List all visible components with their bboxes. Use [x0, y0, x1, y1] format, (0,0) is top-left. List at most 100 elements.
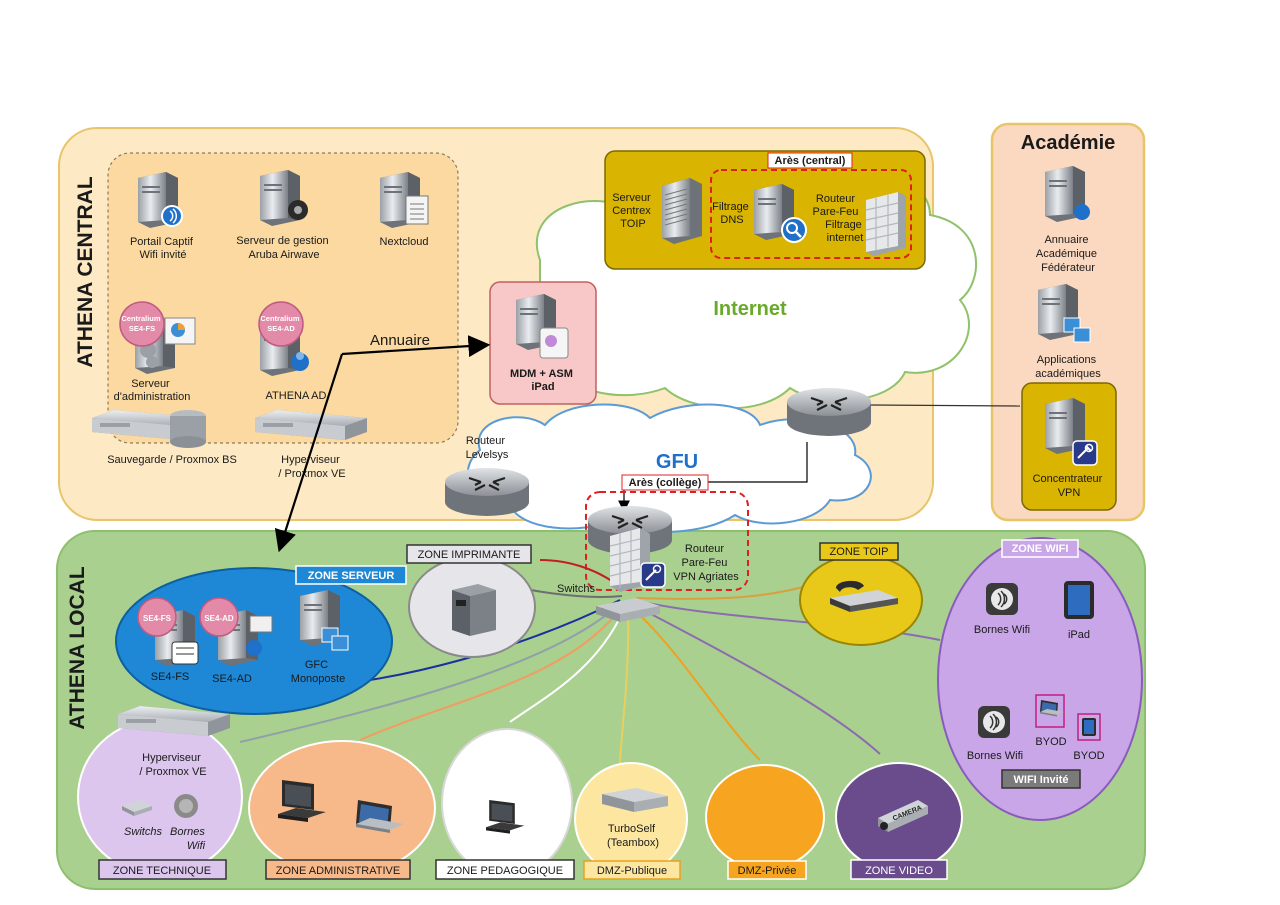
turboself-label-1: TurboSelf	[608, 823, 656, 835]
svg-text:MDM + ASM iPad: MDM + ASM iPad	[510, 368, 576, 393]
hyperviseur-central-label-1: Hyperviseur	[281, 454, 340, 466]
turboself-label-2: (Teambox)	[607, 837, 659, 849]
central-servers-group	[107, 152, 459, 444]
ares-central-label: Arès (central)	[775, 155, 846, 167]
ares-routeur-label-1: Routeur	[816, 193, 855, 205]
se4ad-badge-label: SE4-AD	[204, 614, 234, 623]
local-switch	[596, 598, 660, 622]
gfc-label-2: Monoposte	[291, 673, 345, 685]
gestion-label-2: Aruba Airwave	[249, 249, 320, 261]
se4ad-central-badge	[258, 301, 304, 347]
zone-imprimante-label: ZONE IMPRIMANTE	[418, 549, 521, 561]
bornes-tech-label-1: Bornes	[170, 826, 205, 838]
zone-pedagogique-label: ZONE PEDAGOGIQUE	[447, 865, 563, 877]
svg-text:Hyperviseur / Proxmox VE: Hyperviseur / Proxmox VE	[139, 752, 206, 778]
turboself-device-icon	[602, 788, 668, 812]
se4fs-central-badge-2: SE4-FS	[129, 324, 155, 333]
firewall-icon	[865, 192, 906, 256]
user-icon	[246, 640, 262, 656]
portail-label-1: Portail Captif	[130, 236, 194, 248]
svg-text:Serveur de gestion Aruba A: Serveur de gestion Aruba Airwave	[236, 235, 331, 261]
svg-text:Annuaire Académique Fé: Annuaire Académique Fédérateur	[1036, 234, 1100, 274]
se4fs-central-badge-1: Centralium	[121, 314, 161, 323]
ares-college-label: Arès (collège)	[629, 477, 702, 489]
applications-label-1: Applications	[1037, 354, 1097, 366]
se4fs-badge	[137, 597, 177, 637]
switchs-label: Switchs	[557, 583, 595, 595]
admin-label-2: d'administration	[114, 391, 191, 403]
vpn-label-2: VPN	[1058, 487, 1081, 499]
portail-label-2: Wifi invité	[139, 249, 186, 261]
svg-text:TurboSelf (Teambox): TurboSelf (Teambox)	[607, 823, 659, 849]
gfc-label-1: GFC	[305, 659, 328, 671]
ares-routeur-label-3: Filtrage	[825, 219, 862, 231]
annuaire-academique-label-3: Fédérateur	[1041, 262, 1095, 274]
folder-icon	[171, 641, 199, 665]
centrex-label-2: Centrex	[612, 205, 651, 217]
user-icon	[1074, 204, 1090, 220]
key-icon	[1072, 440, 1098, 466]
wifi-invite-label: WIFI Invité	[1014, 774, 1069, 786]
centrex-label-3: TOIP	[620, 218, 645, 230]
gfu-label: GFU	[656, 451, 698, 473]
ares-routeur-label-4: internet	[827, 232, 864, 244]
svg-text:Serveur Centrex TOIP: Serveur Centrex TOIP	[612, 192, 654, 230]
byod-2-label: BYOD	[1073, 750, 1104, 762]
mdm-label-2: iPad	[531, 381, 554, 393]
applications-label-2: académiques	[1035, 368, 1101, 380]
hyperviseur-central-label-2: / Proxmox VE	[278, 468, 345, 480]
local-routeur-label-2: Pare-Feu	[682, 557, 728, 569]
borne-wifi-icon	[174, 794, 198, 818]
athena-ad-label: ATHENA AD	[266, 390, 327, 402]
sauvegarde-label: Sauvegarde / Proxmox BS	[107, 454, 237, 466]
zone-toip-label: ZONE TOIP	[830, 546, 889, 558]
annuaire-arrow	[341, 335, 491, 358]
internet-router	[785, 386, 873, 438]
gestion-label-1: Serveur de gestion	[236, 235, 328, 247]
local-firewall-icon	[609, 528, 650, 592]
phone-icon	[830, 580, 898, 612]
zone-administrative	[248, 740, 436, 876]
hyperviseur-local-label-2: / Proxmox VE	[139, 766, 206, 778]
ipad-label: iPad	[1068, 629, 1090, 641]
svg-text:Hyperviseur / Proxmox VE: Hyperviseur / Proxmox VE	[278, 454, 345, 480]
storage-icon	[170, 410, 206, 448]
annuaire-academique-label-2: Académique	[1036, 248, 1097, 260]
se4fs-badge-label: SE4-FS	[143, 614, 172, 623]
admin-label-1: Serveur	[131, 378, 170, 390]
zone-video-label: ZONE VIDEO	[865, 865, 933, 877]
bornes-wifi-2-label: Bornes Wifi	[967, 750, 1023, 762]
camera-icon	[878, 800, 928, 832]
nextcloud-label: Nextcloud	[380, 236, 429, 248]
vpn-label-1: Concentrateur	[1033, 473, 1103, 485]
user-icon	[291, 353, 309, 371]
athena-local-title: ATHENA LOCAL	[66, 566, 89, 729]
se4ad-badge	[199, 597, 239, 637]
annuaire-academique-label-1: Annuaire	[1044, 234, 1088, 246]
zone-administrative-label: ZONE ADMINISTRATIVE	[276, 865, 400, 877]
switch-icon	[122, 800, 152, 816]
switchs-tech-label: Switchs	[124, 826, 162, 838]
athena-central-title: ATHENA CENTRAL	[74, 176, 97, 367]
annuaire-label: Annuaire	[370, 332, 430, 349]
svg-text:Routeur Pare-Feu Filtr: Routeur Pare-Feu Filtrage internet	[813, 193, 865, 244]
levelsys-label-1: Routeur	[466, 435, 505, 447]
hyperviseur-local-label-1: Hyperviseur	[142, 752, 201, 764]
zone-dmz-privee	[705, 764, 825, 870]
filtrage-label-1: Filtrage	[712, 201, 749, 213]
centrex-server	[662, 178, 702, 244]
zone-dmz-privee-label: DMZ-Privée	[738, 865, 797, 877]
local-routeur-label-1: Routeur	[685, 543, 724, 555]
local-routeur-label-3: VPN Agriates	[673, 571, 739, 583]
levelsys-router	[443, 466, 531, 518]
centrex-label-1: Serveur	[612, 192, 651, 204]
se4ad-central-badge-1: Centralium	[260, 314, 300, 323]
levelsys-label-2: Levelsys	[466, 449, 509, 461]
ares-central-dashed	[710, 169, 912, 259]
se4fs-central-badge	[119, 301, 165, 347]
se4fs-label: SE4-FS	[151, 671, 190, 683]
printer-mini-icon	[249, 615, 273, 633]
zone-dmz-publique	[574, 762, 688, 876]
search-icon	[781, 217, 807, 243]
